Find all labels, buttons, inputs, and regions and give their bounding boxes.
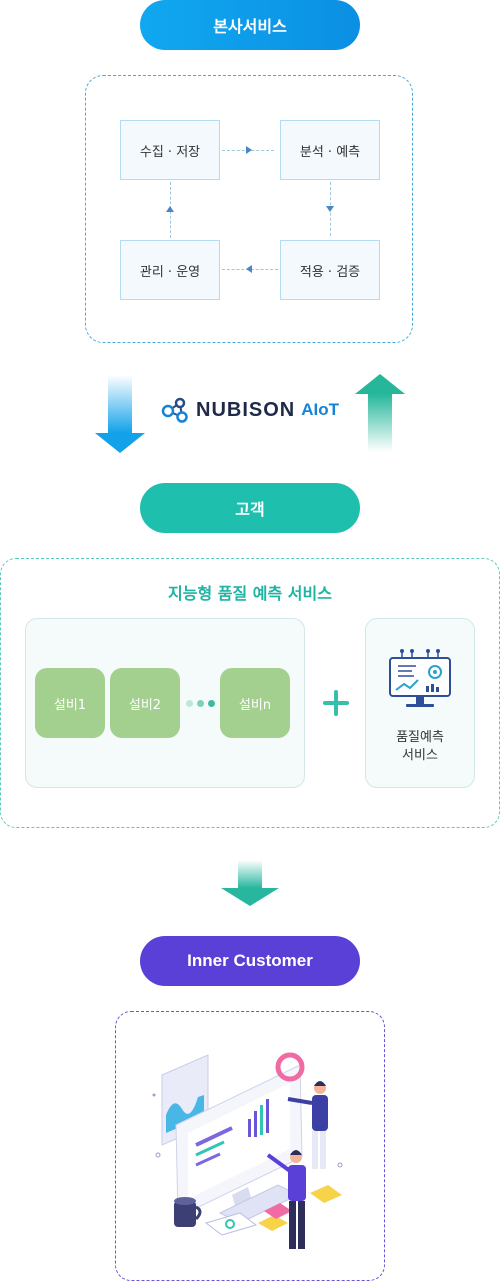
step-analyze-predict: 분석 · 예측 bbox=[280, 120, 380, 180]
equipment-2: 설비2 bbox=[110, 668, 180, 738]
down-arrow-blue-icon bbox=[95, 375, 145, 453]
ellipsis-dot bbox=[186, 700, 193, 707]
down-arrow-teal-icon bbox=[221, 860, 279, 906]
step-apply-verify: 적용 · 검증 bbox=[280, 240, 380, 300]
intelligent-quality-service-title: 지능형 품질 예측 서비스 bbox=[168, 584, 332, 603]
monitor-analytics-icon bbox=[389, 649, 451, 707]
hq-service-pill: 본사서비스 bbox=[140, 0, 360, 50]
analytics-illustration bbox=[152, 1052, 343, 1249]
nubison-logo: NUBISON AIoT bbox=[160, 395, 339, 425]
step-collect-store-label: 수집 · 저장 bbox=[139, 144, 201, 160]
quality-prediction-line2: 서비스 bbox=[402, 748, 438, 763]
hq-process-box bbox=[85, 75, 413, 343]
nubison-molecule-icon bbox=[161, 397, 188, 423]
quality-prediction-service-label: 품질예측 서비스 bbox=[365, 729, 475, 765]
step-analyze-predict-label: 분석 · 예측 bbox=[299, 144, 361, 160]
equipment-n: 설비n bbox=[220, 668, 290, 738]
logo-brand-text: NUBISON bbox=[196, 398, 296, 421]
customer-pill: 고객 bbox=[140, 483, 360, 533]
ellipsis-dot bbox=[197, 700, 204, 707]
up-arrow-teal-icon bbox=[355, 374, 405, 452]
ellipsis-dot bbox=[208, 700, 215, 707]
step-manage-operate-label: 관리 · 운영 bbox=[139, 264, 201, 280]
equipment-n-label: 설비n bbox=[238, 697, 272, 713]
inner-customer-pill: Inner Customer bbox=[140, 936, 360, 986]
step-manage-operate: 관리 · 운영 bbox=[120, 240, 220, 300]
arrow-up-icon bbox=[166, 206, 174, 212]
equipment-1-label: 설비1 bbox=[53, 697, 87, 713]
step-collect-store: 수집 · 저장 bbox=[120, 120, 220, 180]
arrow-down-icon bbox=[326, 206, 334, 212]
quality-prediction-line1: 품질예측 bbox=[396, 730, 444, 745]
arrow-right-icon bbox=[246, 146, 252, 154]
step-apply-verify-label: 적용 · 검증 bbox=[299, 264, 361, 280]
equipment-2-label: 설비2 bbox=[128, 697, 162, 713]
arrow-left-icon bbox=[246, 265, 252, 273]
hq-service-title: 본사서비스 bbox=[213, 17, 287, 36]
plus-icon-vertical bbox=[334, 690, 338, 716]
equipment-1: 설비1 bbox=[35, 668, 105, 738]
customer-title: 고객 bbox=[235, 500, 265, 519]
inner-customer-title: Inner Customer bbox=[187, 951, 313, 970]
logo-aiot-text: AIoT bbox=[301, 400, 340, 419]
